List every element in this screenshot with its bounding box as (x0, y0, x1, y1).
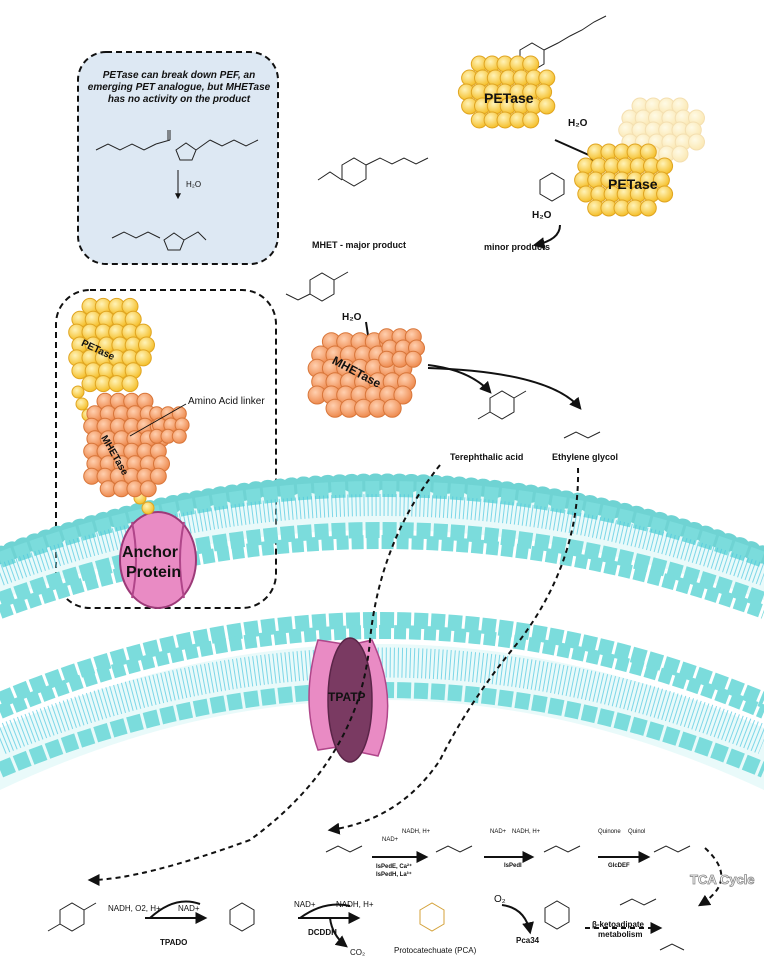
pef-product-structure (111, 231, 207, 251)
mhetase-cluster (307, 332, 416, 418)
eg-step3-enzyme: GlcDEF (608, 863, 630, 869)
petase-label-top: PETase (484, 90, 534, 106)
ethylene-glycol-label: Ethylene glycol (552, 452, 619, 462)
molecule-structures (47, 271, 691, 951)
transport-paths (87, 464, 723, 934)
tpatp-transporter (308, 637, 389, 763)
petase-cluster-top (457, 55, 556, 129)
anchor-protein (119, 511, 197, 609)
pca34-label: Pca34 (516, 936, 540, 945)
fusion-mhetase-cluster (83, 392, 170, 498)
outer-membrane (0, 473, 764, 619)
fusion-mhetase-tail (149, 406, 190, 444)
tpa-step2-right: NADH, H+ (336, 900, 374, 909)
anchor-label-2: Protein (126, 564, 182, 581)
eg-step2-left: NAD+ (490, 829, 507, 835)
pet-chain (317, 15, 607, 202)
pef-structure (95, 130, 259, 161)
note-text: PETase can break down PEF, an emerging P… (87, 70, 271, 105)
eg-step2-right: NADH, H+ (512, 829, 541, 835)
tpa-step2-co2: CO₂ (350, 948, 366, 957)
eg-step3-right: Quinol (628, 829, 646, 835)
eg-step3-left: Quinone (598, 829, 621, 835)
tpa-step1-product-cofactor: NAD+ (178, 904, 200, 913)
water-label-3: H₂O (342, 312, 362, 323)
eg-step1-enzyme2: IsPedH, La³⁺ (376, 872, 412, 878)
tpatp-label: TPATP (328, 690, 366, 704)
linker-label: Amino Acid linker (188, 396, 265, 407)
anchor-label-1: Anchor (122, 544, 178, 561)
eg-step2-enzyme: IsPedI (504, 863, 522, 869)
beta-label-2: metabolism (598, 930, 643, 939)
pca-label: Protocatechuate (PCA) (394, 946, 477, 955)
terephthalic-label: Terephthalic acid (450, 452, 524, 462)
minor-label: minor products (484, 242, 551, 252)
fusion-petase-cluster (68, 297, 155, 393)
petase-cluster-bottom (574, 143, 674, 217)
mhet-label: MHET - major product (312, 240, 406, 250)
tpa-step1-cofactors: NADH, O2, H+ (108, 904, 161, 913)
beta-label-1: β-ketoadipate (592, 920, 645, 929)
eg-step1-left: NAD+ (382, 837, 399, 843)
note-water: H₂O (186, 180, 202, 189)
tpa-step2-enzyme: DCDDH (308, 928, 337, 937)
oxygen-label: O₂ (494, 894, 506, 905)
enzyme-blobs (68, 55, 705, 498)
mhetase-cluster-tail (378, 328, 425, 368)
tpa-step1-enzyme: TPADO (160, 938, 188, 947)
eg-step1-right: NADH, H+ (402, 829, 431, 835)
water-label-2: H₂O (532, 210, 552, 221)
pathway-arrows (145, 851, 651, 948)
note-box (77, 51, 279, 265)
tca-label: TCA Cycle (690, 872, 755, 888)
tpa-step2-left: NAD+ (294, 900, 316, 909)
petase-label-bottom: PETase (608, 176, 658, 192)
eg-step1-enzyme1: IsPedE, Ca²⁺ (376, 864, 413, 870)
water-label-1: H₂O (568, 118, 588, 129)
